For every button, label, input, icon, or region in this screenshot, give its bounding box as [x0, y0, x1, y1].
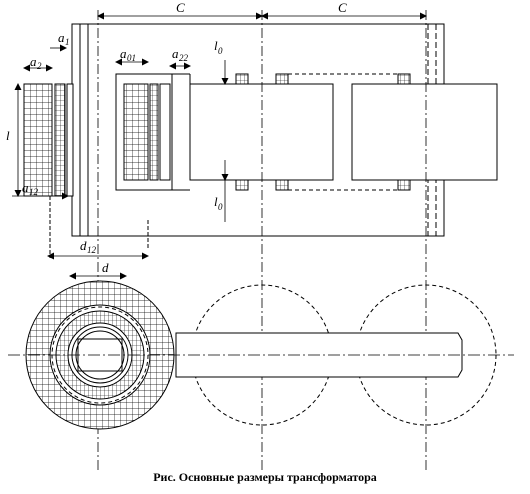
figure-caption: Рис. Основные размеры трансформатора	[153, 470, 377, 484]
label-a2-sub: 2	[37, 61, 42, 71]
label-a2: a	[30, 54, 37, 69]
label-a01: a	[120, 46, 127, 61]
label-l0-top: l	[214, 38, 218, 53]
label-l0-bottom-sub: 0	[218, 202, 223, 212]
label-a22: a	[172, 46, 179, 61]
label-d12: d	[80, 238, 87, 253]
core-window-right	[351, 83, 498, 181]
label-a1: a	[58, 30, 65, 45]
core-window-left	[189, 83, 334, 181]
label-a1-sub: 1	[65, 37, 70, 47]
front-view	[23, 10, 498, 470]
label-l0-bottom: l	[214, 194, 218, 209]
label-a22-sub: 22	[179, 53, 189, 63]
label-a12: a	[22, 180, 29, 195]
dimension-lines	[12, 12, 427, 280]
plan-view	[8, 280, 514, 430]
labels: C C a 1 a 2 a 01 a 22 l l 0 l 0 a 12 d 1…	[6, 0, 347, 275]
label-d: d	[102, 260, 109, 275]
label-d12-sub: 12	[87, 245, 97, 255]
label-l: l	[6, 128, 10, 143]
label-c-right: C	[338, 0, 347, 15]
label-c-left: C	[176, 0, 185, 15]
label-l0-top-sub: 0	[218, 46, 223, 56]
label-a01-sub: 01	[127, 53, 136, 63]
label-a12-sub: 12	[29, 187, 39, 197]
outer-winding-left	[23, 83, 53, 197]
